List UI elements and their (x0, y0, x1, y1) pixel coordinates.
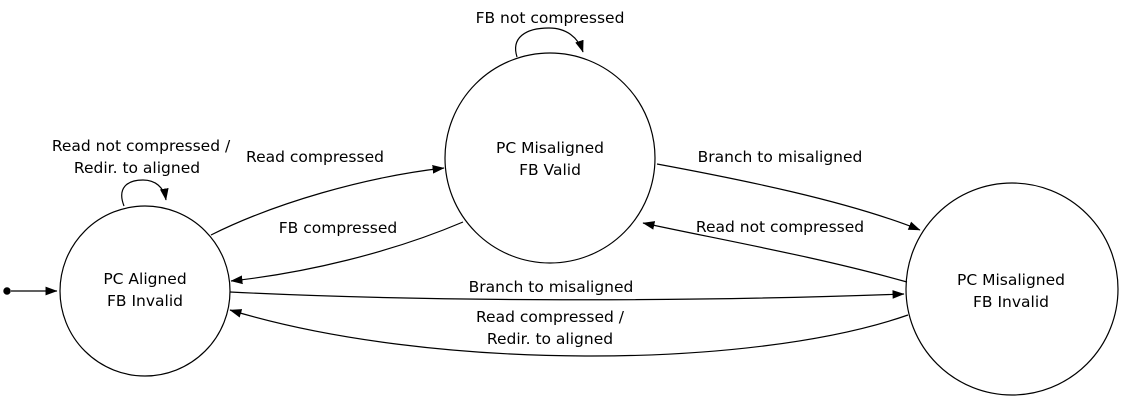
edge-label-read-not-compressed: Read not compressed (696, 218, 864, 236)
edge-aligned-self-loop (121, 179, 169, 207)
edge-label-fb-compressed: FB compressed (279, 219, 398, 237)
edge-label-aligned-self-line2: Redir. to aligned (74, 159, 200, 177)
start-dot-icon (3, 287, 11, 295)
edge-read-not-compressed (642, 221, 908, 283)
edge-label-aligned-self-line1: Read not compressed / (52, 137, 231, 155)
edge-label-branch-to-misaligned-top: Branch to misaligned (698, 148, 863, 166)
edge-read-compressed (210, 164, 445, 236)
state-label-line: FB Invalid (973, 293, 1049, 311)
edge-misaligned-valid-self-loop (515, 27, 584, 58)
edge-branch-to-misaligned-top (656, 163, 921, 231)
edge-fb-compressed (230, 221, 464, 285)
state-label-line: FB Invalid (107, 292, 183, 310)
edge-label-return-line2: Redir. to aligned (487, 330, 613, 348)
edge-label-branch-to-misaligned-bottom: Branch to misaligned (469, 278, 634, 296)
state-label-line: FB Valid (519, 161, 581, 179)
state-label-line: PC Misaligned (957, 271, 1065, 289)
edge-label-return-line1: Read compressed / (476, 308, 625, 326)
state-label-line: PC Misaligned (496, 139, 604, 157)
state-pc-misaligned-fb-invalid (905, 182, 1119, 396)
state-pc-misaligned-fb-valid (444, 52, 656, 264)
state-label-line: PC Aligned (103, 270, 186, 288)
edge-branch-to-misaligned-bottom (229, 290, 905, 301)
edge-read-compressed-redirect (229, 309, 909, 357)
edge-label-fb-not-compressed: FB not compressed (476, 9, 625, 27)
state-pc-aligned-fb-invalid (59, 205, 231, 377)
edge-label-read-compressed: Read compressed (246, 148, 384, 166)
